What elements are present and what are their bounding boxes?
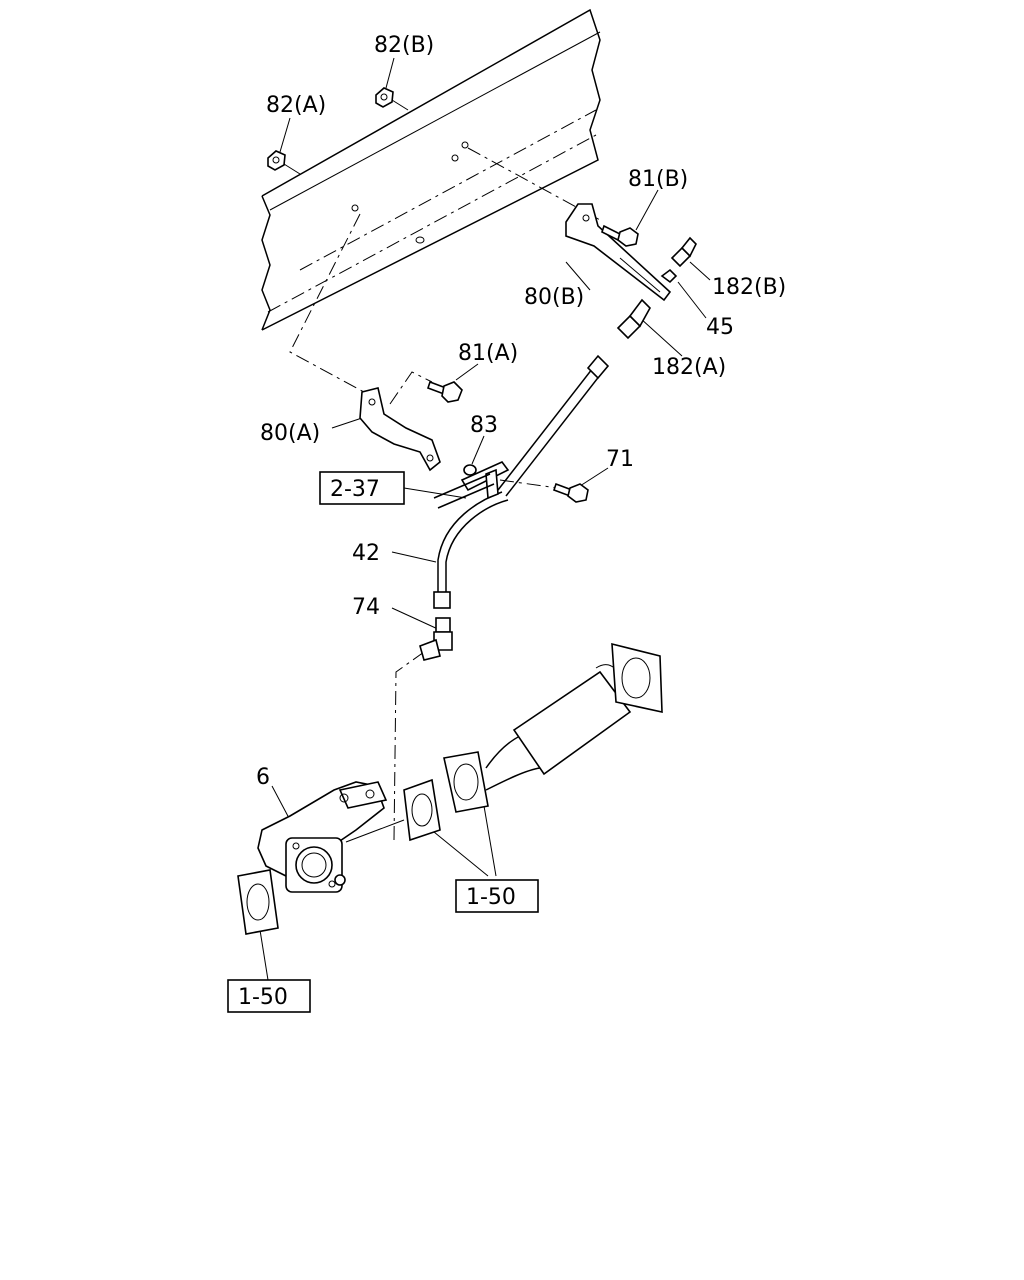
label-81a: 81(A) <box>458 341 518 366</box>
label-81b: 81(B) <box>628 167 688 192</box>
bolt-81b-part <box>601 224 639 247</box>
label-1-50-right: 1-50 <box>466 885 516 910</box>
fitting-182a-part <box>616 298 651 340</box>
assembly-lines <box>289 147 601 841</box>
bolt-71-part <box>552 482 589 503</box>
label-71: 71 <box>606 447 634 472</box>
label-74: 74 <box>352 595 380 620</box>
label-6: 6 <box>256 765 270 790</box>
gasket-left-part <box>237 869 279 935</box>
fitting-182b-part <box>670 236 697 268</box>
label-80b: 80(B) <box>524 285 584 310</box>
ref-box-1-50-left[interactable] <box>227 979 311 1013</box>
valve-6-part <box>257 781 405 893</box>
bolt-81a-part <box>426 380 463 403</box>
label-82a: 82(A) <box>266 93 326 118</box>
washer-45-part <box>660 268 678 284</box>
nut-82b-part <box>375 87 409 111</box>
label-82b: 82(B) <box>374 33 434 58</box>
exhaust-pipe-part <box>443 642 663 813</box>
label-45: 45 <box>706 315 734 340</box>
elbow-74-part <box>419 617 453 661</box>
label-182a: 182(A) <box>652 355 726 380</box>
label-2-37: 2-37 <box>330 477 380 502</box>
gasket-middle-part <box>403 778 441 842</box>
nut-82a-part <box>267 150 301 175</box>
ref-box-2-37[interactable] <box>319 471 405 505</box>
bracket-80a-part <box>359 387 441 472</box>
bracket-80b-part <box>565 203 672 302</box>
label-80a: 80(A) <box>260 421 320 446</box>
clip-83-part <box>433 461 510 509</box>
leader-lines <box>259 57 711 981</box>
label-83: 83 <box>470 413 498 438</box>
label-182b: 182(B) <box>712 275 786 300</box>
label-42: 42 <box>352 541 380 566</box>
frame-rail <box>261 8 601 331</box>
ref-box-1-50-right[interactable] <box>455 879 539 913</box>
label-1-50-left: 1-50 <box>238 985 288 1010</box>
